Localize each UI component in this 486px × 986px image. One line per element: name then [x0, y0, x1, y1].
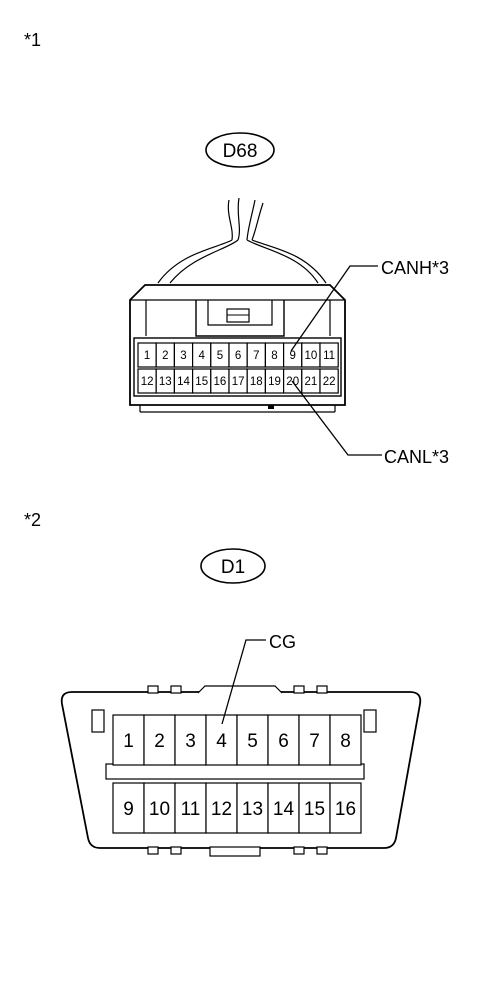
- pin-number: 14: [273, 799, 295, 820]
- pin-cell: [192, 342, 212, 368]
- pin-cell: [298, 782, 331, 834]
- pin-number: 13: [159, 376, 172, 388]
- pin-number: 17: [232, 376, 245, 388]
- pin-number: 4: [216, 731, 227, 752]
- pin-cell: [228, 368, 248, 394]
- pin-number: 8: [340, 731, 351, 752]
- pin-cell: [329, 782, 362, 834]
- pin-cell: [112, 782, 145, 834]
- pin-number: 4: [198, 350, 205, 362]
- pin-number: 15: [304, 799, 325, 820]
- pin-cell: [246, 368, 266, 394]
- pin-number: 6: [278, 731, 289, 752]
- label-canl: CANL*3: [384, 447, 450, 467]
- pin-cell: [174, 782, 207, 834]
- leader-canh: [290, 265, 378, 352]
- pin-cell: [210, 342, 230, 368]
- pin-number: 10: [149, 799, 170, 820]
- wire-harness: [157, 197, 327, 284]
- pin-number: 10: [305, 350, 318, 362]
- pin-cell: [210, 368, 230, 394]
- pin-cell: [174, 714, 207, 766]
- pin-cell: [264, 368, 285, 394]
- pin-cell: [267, 714, 300, 766]
- pin-number: 11: [181, 799, 201, 820]
- label-cg: CG: [269, 632, 296, 652]
- leader-canl: [291, 380, 382, 456]
- pin-number: 7: [253, 350, 259, 362]
- connector-id-badge-d68: [205, 132, 275, 168]
- pin-number: 6: [235, 350, 241, 362]
- pin-number: 13: [242, 799, 263, 820]
- pin-number: 8: [271, 350, 277, 362]
- pin-number: 3: [185, 731, 196, 752]
- pin-cell: [143, 782, 176, 834]
- pin-cell: [236, 782, 269, 834]
- pin-number: 21: [305, 376, 318, 388]
- pin-number: 7: [309, 731, 320, 752]
- pin-cell: [246, 342, 266, 368]
- pin-cell: [137, 342, 157, 368]
- pin-cell: [298, 714, 331, 766]
- d68-housing: [129, 284, 346, 406]
- pin-cell: [173, 342, 194, 368]
- leader-cg: [221, 639, 266, 725]
- pin-number: 14: [177, 376, 190, 388]
- pin-number: 20: [286, 376, 299, 388]
- note-1: *1: [24, 30, 42, 50]
- pin-cell: [205, 714, 238, 766]
- pin-number: 16: [214, 376, 227, 388]
- pin-cell: [264, 342, 285, 368]
- pin-number: 3: [180, 350, 186, 362]
- pin-number: 2: [162, 350, 168, 362]
- pin-cell: [319, 342, 339, 368]
- pin-cell: [112, 714, 145, 766]
- pin-number: 2: [154, 731, 165, 752]
- pin-cell: [301, 368, 321, 394]
- pin-number: 12: [141, 376, 154, 388]
- pin-number: 18: [250, 376, 263, 388]
- pin-cell: [173, 368, 194, 394]
- pin-number: 9: [289, 350, 295, 362]
- pin-cell: [192, 368, 212, 394]
- pin-cell: [329, 714, 362, 766]
- pin-number: 15: [195, 376, 208, 388]
- pin-cell: [155, 368, 175, 394]
- pin-number: 12: [211, 799, 232, 820]
- pin-cell: [155, 342, 175, 368]
- connector-id-badge-d1: [200, 548, 266, 584]
- pin-number: 1: [144, 350, 150, 362]
- pin-cell: [301, 342, 321, 368]
- pin-number: 9: [123, 799, 134, 820]
- pin-cell: [319, 368, 339, 394]
- pin-cell: [283, 342, 303, 368]
- pin-number: 11: [323, 350, 335, 362]
- pin-cell: [228, 342, 248, 368]
- pin-number: 19: [268, 376, 281, 388]
- label-canh: CANH*3: [381, 258, 450, 278]
- pin-cell: [267, 782, 300, 834]
- pin-number: 5: [217, 350, 223, 362]
- pin-cell: [283, 368, 303, 394]
- pin-number: 22: [323, 376, 336, 388]
- pin-cell: [205, 782, 238, 834]
- d1-housing: [60, 691, 422, 849]
- connector-id-d68: D68: [223, 141, 258, 162]
- note-2: *2: [24, 510, 42, 530]
- pin-cell: [236, 714, 269, 766]
- pin-cell: [143, 714, 176, 766]
- pin-number: 1: [123, 731, 134, 752]
- pin-number: 5: [247, 731, 258, 752]
- pin-number: 16: [335, 799, 356, 820]
- connector-id-d1: D1: [221, 557, 245, 578]
- pin-cell: [137, 368, 157, 394]
